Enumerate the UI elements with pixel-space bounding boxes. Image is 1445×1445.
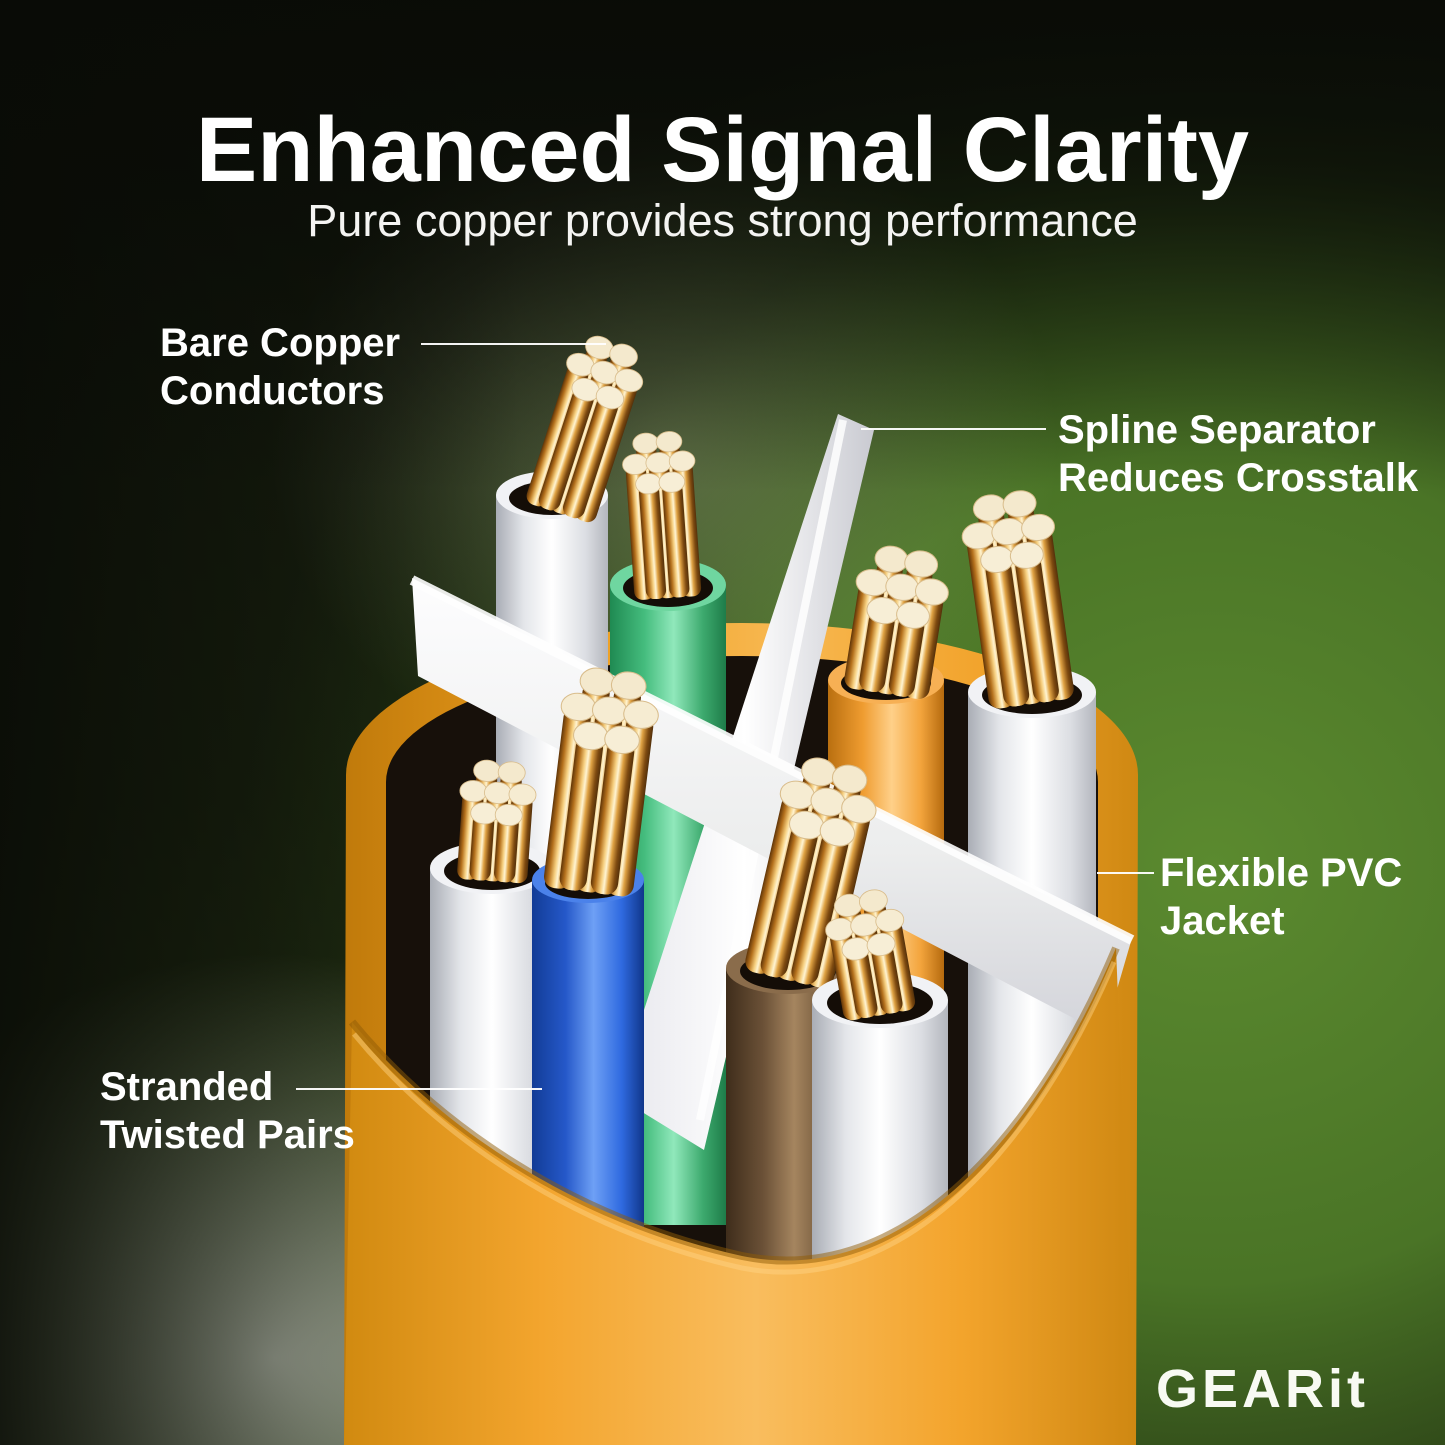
callout-label-line: Stranded [100, 1065, 274, 1109]
callout-label-line: Reduces Crosstalk [1058, 456, 1419, 500]
callout-pvc-jacket: Flexible PVC Jacket [1160, 849, 1402, 945]
brand-logo: GEARit [1156, 1359, 1369, 1419]
page-subtitle: Pure copper provides strong performance [307, 195, 1138, 246]
callout-label-line: Conductors [160, 369, 385, 413]
callout-label-line: Spline Separator [1058, 408, 1376, 452]
callout-spline-separator: Spline Separator Reduces Crosstalk [1058, 406, 1418, 502]
page-title: Enhanced Signal Clarity [195, 98, 1250, 201]
copper-strand-bundle [620, 429, 705, 602]
callout-line-stranded-twisted-pairs [296, 1088, 542, 1090]
callout-label-line: Twisted Pairs [100, 1113, 355, 1157]
callout-label-line: Bare Copper [160, 321, 401, 365]
pvc-jacket-front [344, 946, 1136, 1445]
callout-label-line: Flexible PVC [1160, 851, 1403, 895]
callout-line-bare-copper [421, 343, 606, 345]
callout-line-spline-separator [861, 428, 1046, 430]
callout-label-line: Jacket [1160, 899, 1285, 943]
callout-line-pvc-jacket [1097, 872, 1154, 874]
callout-bare-copper-conductors: Bare Copper Conductors [160, 319, 400, 415]
callout-stranded-twisted-pairs: Stranded Twisted Pairs [100, 1063, 355, 1159]
